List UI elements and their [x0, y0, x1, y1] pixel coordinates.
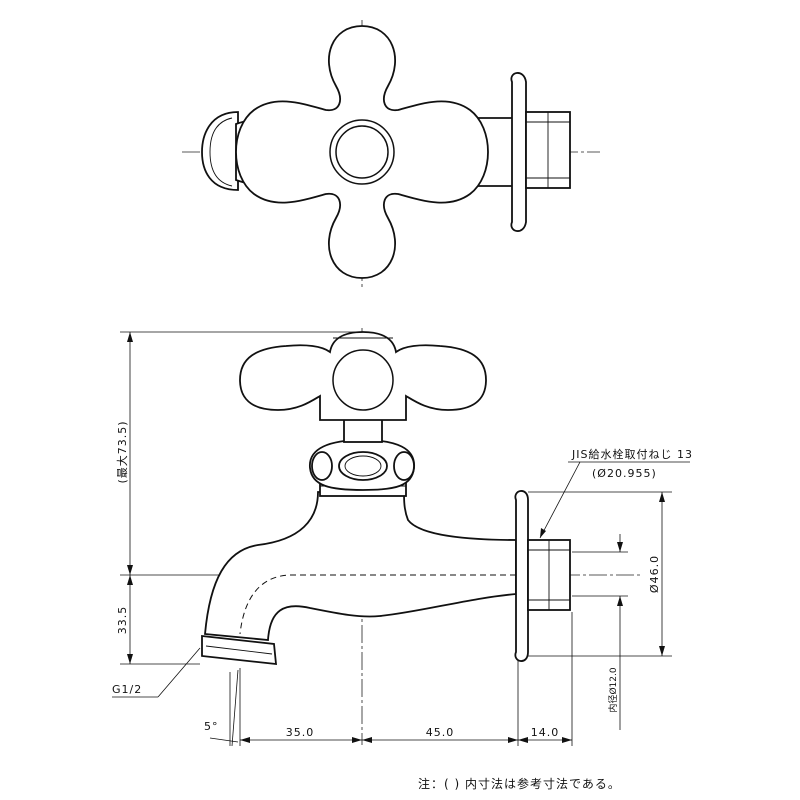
lower-height-label: 33.5	[116, 606, 129, 635]
thread-diameter-label: (Ø20.955)	[592, 467, 657, 480]
dimension-lines	[112, 331, 690, 747]
inner-diameter-label: 内径Ø12.0	[607, 667, 619, 712]
dim-mid-label: 45.0	[426, 726, 455, 739]
dim-left-label: 35.0	[286, 726, 315, 739]
outlet-thread-label: G1/2	[112, 683, 142, 696]
angle-label: 5°	[204, 720, 219, 733]
dimension-labels: (最大73.5) 33.5 JIS給水栓取付ねじ 13 (Ø20.955) Ø4…	[112, 420, 693, 791]
thread-spec-label: JIS給水栓取付ねじ 13	[571, 447, 693, 461]
max-height-label: (最大73.5)	[115, 420, 129, 483]
front-view	[120, 328, 640, 745]
flange-diameter-label: Ø46.0	[648, 555, 661, 593]
drawing-note: 注：( ) 内寸法は参考寸法である。	[418, 776, 621, 791]
dim-right-label: 14.0	[531, 726, 560, 739]
top-view	[182, 20, 600, 290]
